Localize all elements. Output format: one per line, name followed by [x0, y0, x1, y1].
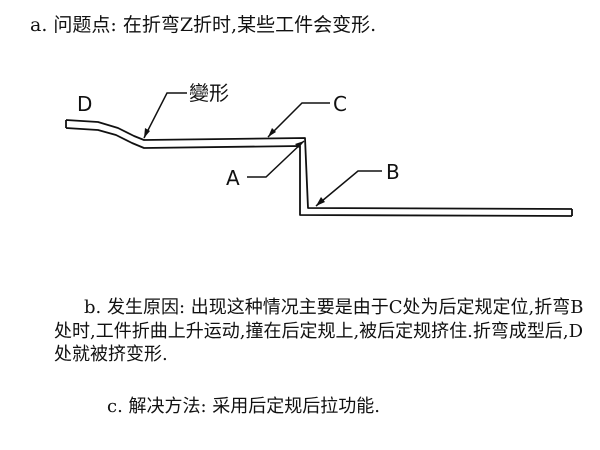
label-d: D — [77, 92, 92, 116]
solution-line: c. 解决方法: 采用后定规后拉功能. — [107, 396, 381, 417]
leader-a — [247, 140, 305, 178]
label-a: A — [226, 166, 240, 190]
arrowhead-c — [268, 128, 276, 137]
problem-title: a. 问题点: 在折弯Z折时,某些工件会变形. — [30, 14, 377, 36]
leader-deform — [143, 92, 187, 139]
arrowhead-b — [316, 197, 325, 206]
cause-paragraph: b. 发生原因: 出现这种情况主要是由于C处为后定规定位,折弯B处时,工件折曲上… — [54, 297, 584, 365]
leader-c — [267, 102, 330, 138]
arrowhead-a — [295, 141, 304, 148]
arrowhead-deform — [144, 128, 150, 138]
workpiece-inner-edge — [65, 127, 573, 217]
workpiece-outer-edge — [65, 119, 573, 210]
label-deform: 變形 — [189, 81, 229, 105]
label-c: C — [333, 92, 347, 116]
leader-b — [315, 170, 382, 207]
z-bend-diagram: D 變形 C A B — [65, 81, 573, 217]
label-b: B — [386, 160, 400, 184]
